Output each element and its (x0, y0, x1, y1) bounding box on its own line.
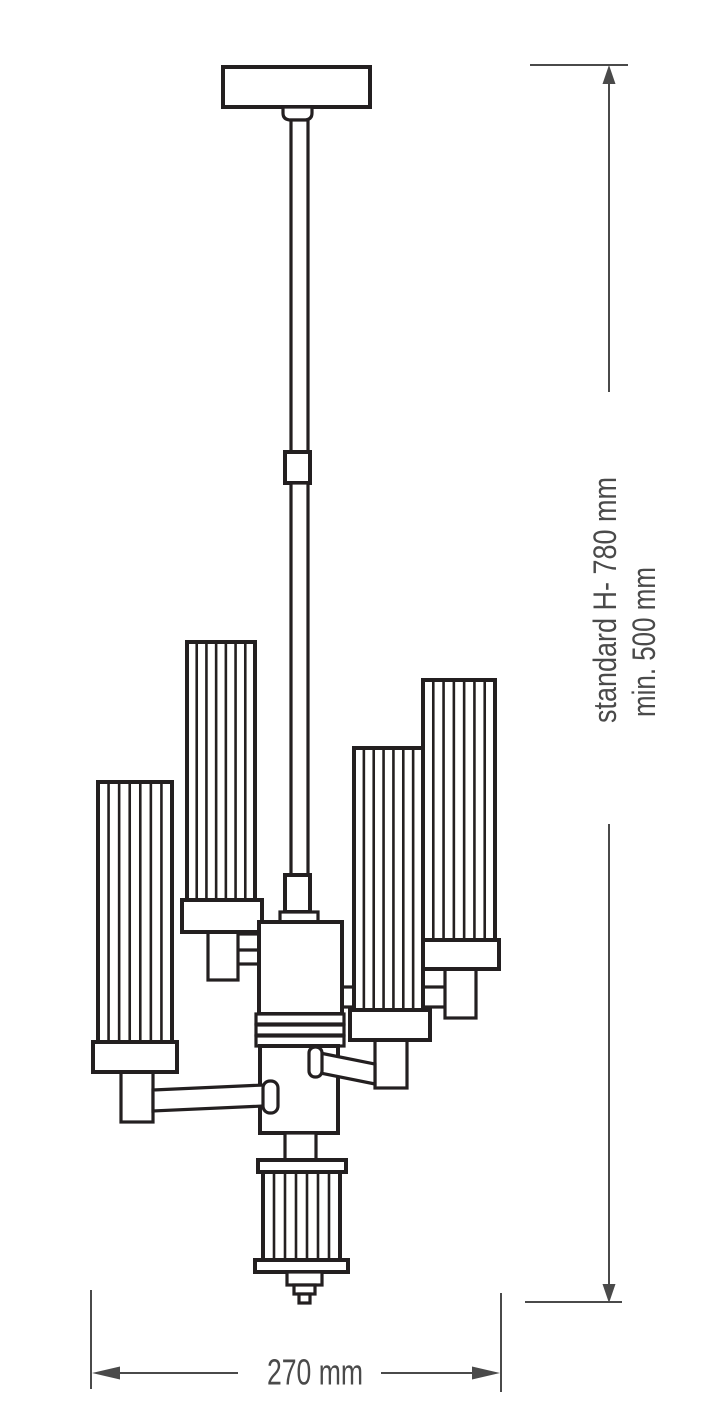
shade-1-holder (91, 1040, 179, 1074)
finial-step-3 (297, 1292, 312, 1305)
shade-1 (91, 780, 179, 1124)
ceiling-canopy (221, 65, 372, 109)
arm-shade-1-bar (151, 1083, 266, 1113)
rod-coupler (283, 450, 312, 485)
bottom-shade-bottom-flange (253, 1258, 350, 1274)
finial-step-1 (285, 1270, 324, 1287)
body-hub (283, 873, 312, 914)
body-ring (254, 1023, 346, 1037)
shade-3-stem (373, 1038, 409, 1090)
arrow-right-icon (472, 1366, 500, 1380)
arrow-up-icon (602, 65, 616, 84)
shade-1-glass (96, 780, 174, 1044)
shade-2-stem (206, 930, 240, 982)
label-min-height: min. 500 mm (626, 567, 662, 717)
arm-shade-3 (307, 1045, 377, 1086)
arrow-left-icon (92, 1366, 120, 1380)
arrow-down-icon (602, 1284, 616, 1303)
arm-shade-2 (235, 932, 262, 966)
suspension-rod-lower (289, 481, 310, 879)
label-standard-height: standard H- 780 mm (587, 477, 623, 723)
finial (285, 1270, 324, 1305)
arm-shade-1-pivot (261, 1079, 280, 1115)
arm-shade-3-pivot (307, 1045, 324, 1079)
width-dimension: 270 mm (90, 1290, 502, 1393)
central-body-upper (257, 920, 344, 1016)
label-width: 270 mm (267, 1352, 363, 1393)
shade-1-stem (119, 1070, 155, 1124)
canopy-connector (281, 105, 314, 122)
arm-shade-1 (151, 1079, 280, 1115)
shade-4-stem (443, 967, 478, 1020)
shade-2-holder (180, 898, 264, 934)
height-dimension: standard H- 780 mm min. 500 mm (525, 64, 662, 1303)
shade-4-holder (415, 938, 501, 971)
shade-4 (415, 678, 501, 1020)
shade-3 (348, 746, 432, 1090)
shade-2 (180, 640, 264, 982)
body-ring (254, 1012, 346, 1026)
chandelier (91, 65, 501, 1305)
bottom-shade-glass (261, 1170, 342, 1262)
suspension-rod-upper (289, 118, 310, 456)
bottom-neck (283, 1131, 318, 1162)
body-rings (254, 1012, 346, 1048)
shade-3-holder (348, 1008, 432, 1042)
